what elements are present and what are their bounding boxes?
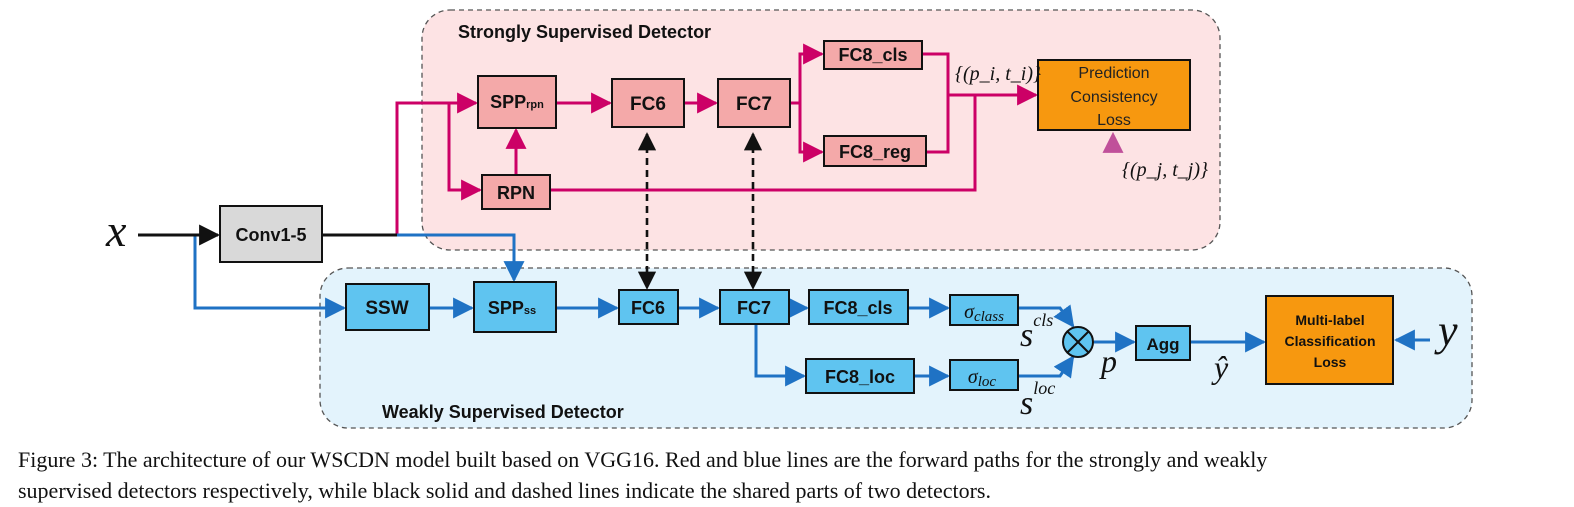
blue-x-to-ssw <box>193 235 347 319</box>
ssw-box: SSW <box>345 283 430 331</box>
pcl-line1: Prediction <box>1078 65 1149 82</box>
pcl-line3: Loss <box>1097 112 1131 129</box>
fc6-weak-label: FC6 <box>631 298 665 318</box>
blue-sigmaclass-to-mult <box>1018 304 1075 328</box>
multiply-node: ⊗ <box>1062 326 1094 358</box>
fc7-weak-label: FC7 <box>737 298 771 318</box>
conv-box: Conv1-5 <box>219 205 323 263</box>
label-p: p <box>1099 343 1117 379</box>
agg-box: Agg <box>1135 325 1191 361</box>
blue-conv-to-spp <box>397 233 525 283</box>
rpn-label: RPN <box>497 183 535 203</box>
fc7-strong-box: FC7 <box>717 78 791 128</box>
figure-caption: Figure 3: The architecture of our WSCDN … <box>18 444 1563 506</box>
prediction-consistency-loss-box: Prediction Consistency Loss <box>1037 59 1191 131</box>
sigma-loc-label: σloc <box>968 366 997 390</box>
ssw-label: SSW <box>365 298 408 319</box>
strong-detector-title: Strongly Supervised Detector <box>458 22 711 42</box>
red-rpn-to-loss <box>550 95 977 192</box>
label-pj-tj: {(p_j, t_j)} <box>1122 159 1208 181</box>
fc8-cls-strong-box: FC8_cls <box>823 40 923 70</box>
blue-fc7-to-fc8loc <box>754 323 807 387</box>
pcl-line2: Consistency <box>1070 89 1157 106</box>
fc8-reg-box: FC8_reg <box>823 135 927 167</box>
label-y: y <box>1434 306 1458 355</box>
fc8-cls-weak-box: FC8_cls <box>808 289 909 325</box>
spp-ss-label: SPPss <box>488 298 536 318</box>
caption-line-1: Figure 3: The architecture of our WSCDN … <box>18 447 1268 472</box>
sigma-loc-box: σloc <box>949 359 1019 391</box>
sigma-class-box: σclass <box>949 294 1019 326</box>
blue-forward-paths <box>193 233 1430 387</box>
fc8-loc-label: FC8_loc <box>825 367 895 387</box>
mlc-line3: Loss <box>1314 354 1347 370</box>
fc6-strong-box: FC6 <box>611 78 685 128</box>
architecture-diagram: Strongly Supervised Detector Weakly Supe… <box>105 9 1473 429</box>
fc8-cls-weak-label: FC8_cls <box>823 298 892 318</box>
red-fc8cls-out <box>922 52 950 95</box>
multi-label-classification-loss-box: Multi-label Classification Loss <box>1265 295 1394 385</box>
red-fc7-to-fc8cls <box>790 43 825 105</box>
spp-ss-box: SPPss <box>473 281 557 333</box>
label-pi-ti: {(p_i, t_i)} <box>955 63 1041 85</box>
mlc-line1: Multi-label <box>1295 312 1364 328</box>
weak-detector-title: Weakly Supervised Detector <box>382 402 624 422</box>
rpn-box: RPN <box>481 174 551 210</box>
caption-line-2: supervised detectors respectively, while… <box>18 478 991 503</box>
input-x-label: x <box>105 205 127 256</box>
red-fc7-to-fc8reg <box>798 103 825 163</box>
sigma-class-label: σclass <box>964 301 1004 325</box>
label-s-cls: scls <box>1020 310 1053 354</box>
spp-rpn-box: SPPrpn <box>477 75 557 129</box>
blue-sigmaloc-to-mult <box>1018 355 1075 379</box>
label-y-hat: ŷ <box>1211 349 1229 385</box>
fc6-strong-label: FC6 <box>630 94 666 115</box>
fc8-loc-box: FC8_loc <box>805 358 915 394</box>
red-branch-to-rpn <box>447 103 483 201</box>
conv-label: Conv1-5 <box>235 225 306 245</box>
diagram-svg: Strongly Supervised Detector Weakly Supe… <box>105 9 1473 429</box>
fc7-weak-box: FC7 <box>719 289 790 325</box>
fc7-strong-label: FC7 <box>736 94 772 115</box>
fc8-reg-label: FC8_reg <box>839 142 911 162</box>
agg-label: Agg <box>1146 335 1179 354</box>
fc8-cls-strong-label: FC8_cls <box>838 45 907 65</box>
mlc-line2: Classification <box>1284 333 1375 349</box>
fc6-weak-box: FC6 <box>618 289 679 325</box>
red-fc8reg-out <box>926 95 950 154</box>
red-forward-paths <box>395 43 1039 235</box>
spp-rpn-label: SPPrpn <box>490 92 544 112</box>
label-s-loc: sloc <box>1020 378 1055 422</box>
shared-weights-dashed <box>637 132 763 290</box>
